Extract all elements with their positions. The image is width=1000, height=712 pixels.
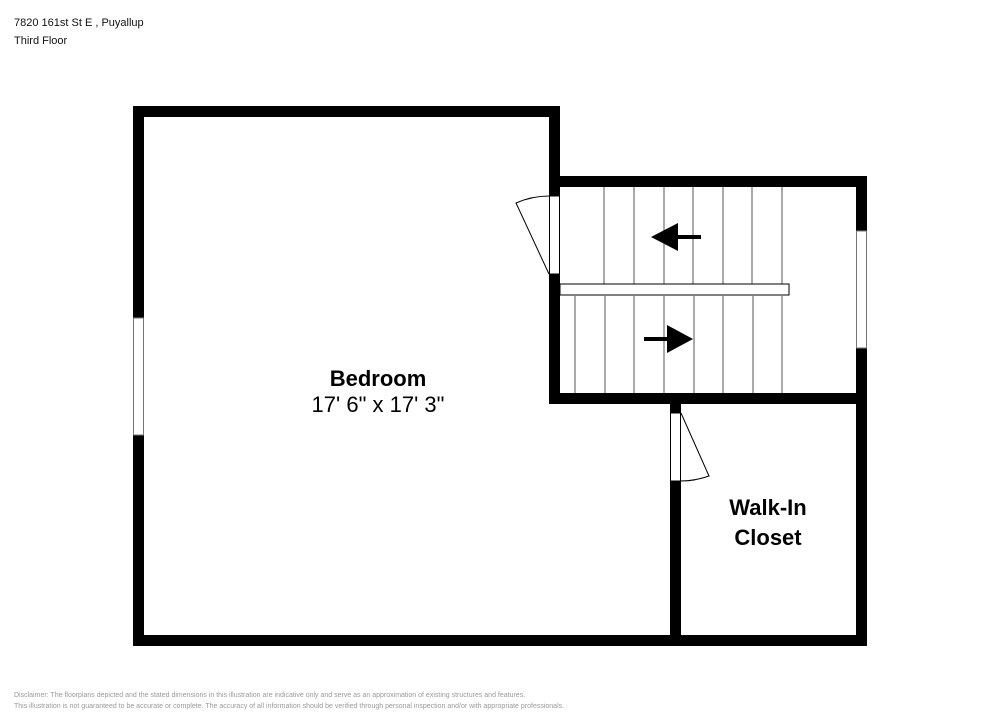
bedroom-window — [133, 317, 144, 436]
header: 7820 161st St E , Puyallup Third Floor — [14, 14, 144, 50]
stair-treads — [574, 187, 783, 393]
stair-window — [856, 230, 867, 349]
stair-handrail — [559, 283, 790, 296]
closet-name-line2: Closet — [734, 525, 802, 550]
arrow-left-icon — [651, 223, 701, 251]
arrow-right-icon — [644, 325, 693, 353]
bedroom-label: Bedroom 17' 6" x 17' 3" — [278, 366, 478, 418]
stair-door — [515, 195, 560, 275]
closet-door — [670, 412, 710, 482]
disclaimer: Disclaimer: The floorplans depicted and … — [14, 690, 564, 712]
windows — [133, 230, 867, 436]
property-address: 7820 161st St E , Puyallup — [14, 17, 144, 29]
floor-label: Third Floor — [14, 35, 68, 47]
disclaimer-line1: Disclaimer: The floorplans depicted and … — [14, 692, 526, 699]
closet-label: Walk-In Closet — [700, 493, 836, 553]
walls — [133, 106, 867, 646]
closet-name-line1: Walk-In — [729, 495, 807, 520]
bedroom-dimensions: 17' 6" x 17' 3" — [311, 392, 445, 417]
bedroom-name: Bedroom — [329, 366, 427, 391]
